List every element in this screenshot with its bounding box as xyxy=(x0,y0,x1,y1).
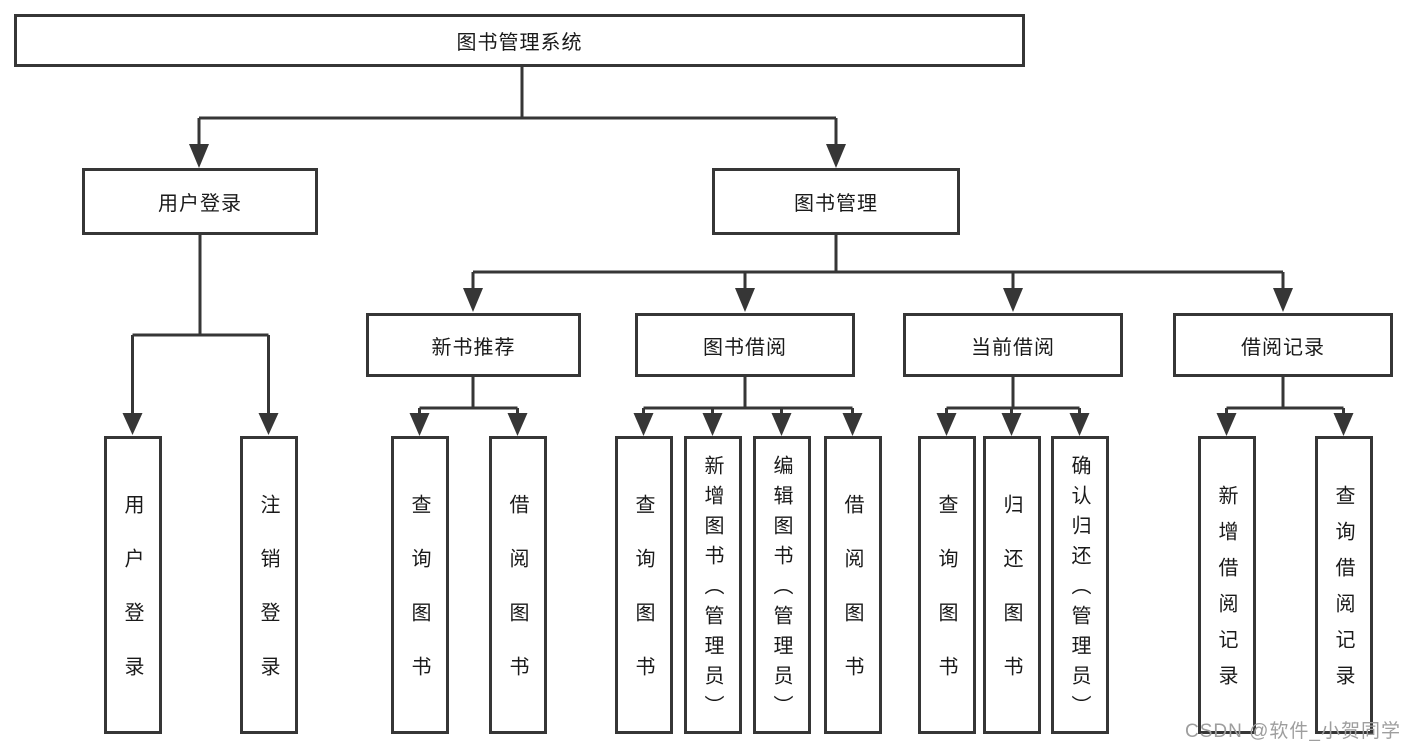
connector-book-borrow-group xyxy=(633,377,863,436)
csdn-watermark: CSDN @软件_小贺同学 xyxy=(1185,721,1401,742)
leaf-label: 注销登录 xyxy=(257,494,279,710)
node-new-book-recommend: 新书推荐 xyxy=(366,313,581,377)
leaf-confirm-return-admin: 确认归还（管理员） xyxy=(1050,436,1109,734)
connector-current-borrow-group xyxy=(936,377,1090,436)
leaf-user-login: 用户登录 xyxy=(103,436,162,734)
leaf-label: 确认归还（管理员） xyxy=(1068,455,1090,725)
leaf-query-borrow-record: 查询借阅记录 xyxy=(1314,436,1373,734)
node-book-borrow: 图书借阅 xyxy=(635,313,855,377)
node-borrow-record: 借阅记录 xyxy=(1173,313,1393,377)
node-label: 当前借阅 xyxy=(971,336,1055,359)
node-user-login: 用户登录 xyxy=(82,168,318,235)
node-library-management-system: 图书管理系统 xyxy=(14,14,1025,67)
node-label: 图书管理系统 xyxy=(456,32,583,54)
leaf-label: 借阅图书 xyxy=(841,494,863,710)
leaf-label: 查询借阅记录 xyxy=(1332,485,1354,701)
leaf-label: 新增借阅记录 xyxy=(1215,485,1237,701)
leaf-label: 用户登录 xyxy=(121,494,143,710)
node-label: 借阅记录 xyxy=(1241,336,1325,359)
connector-borrow-record-group xyxy=(1216,377,1354,436)
node-label: 用户登录 xyxy=(158,193,242,215)
leaf-return-books: 归还图书 xyxy=(982,436,1041,734)
leaf-label: 借阅图书 xyxy=(506,494,528,710)
leaf-query-books-borrow: 查询图书 xyxy=(614,436,673,734)
connector-book-management-to-level3 xyxy=(463,235,1293,312)
leaf-label: 查询图书 xyxy=(632,494,654,710)
leaf-borrow-books: 借阅图书 xyxy=(823,436,882,734)
leaf-label: 编辑图书（管理员） xyxy=(770,455,792,725)
leaf-logout-login: 注销登录 xyxy=(239,436,298,734)
node-current-borrow: 当前借阅 xyxy=(903,313,1123,377)
node-label: 图书管理 xyxy=(794,193,878,215)
leaf-label: 归还图书 xyxy=(1000,494,1022,710)
leaf-add-borrow-record: 新增借阅记录 xyxy=(1197,436,1256,734)
leaf-label: 查询图书 xyxy=(935,494,957,710)
connector-new-book-group xyxy=(409,377,528,436)
connector-root-to-level2 xyxy=(189,67,846,168)
leaf-edit-books-admin: 编辑图书（管理员） xyxy=(752,436,811,734)
connector-user-login-group xyxy=(122,235,279,435)
node-label: 新书推荐 xyxy=(431,336,516,359)
leaf-label: 新增图书（管理员） xyxy=(701,455,723,725)
node-book-management: 图书管理 xyxy=(712,168,960,235)
node-label: 图书借阅 xyxy=(703,336,787,359)
leaf-borrow-books-recommend: 借阅图书 xyxy=(488,436,547,734)
leaf-label: 查询图书 xyxy=(408,494,430,710)
leaf-query-books-recommend: 查询图书 xyxy=(390,436,449,734)
leaf-add-books-admin: 新增图书（管理员） xyxy=(683,436,742,734)
leaf-query-books-current: 查询图书 xyxy=(917,436,976,734)
